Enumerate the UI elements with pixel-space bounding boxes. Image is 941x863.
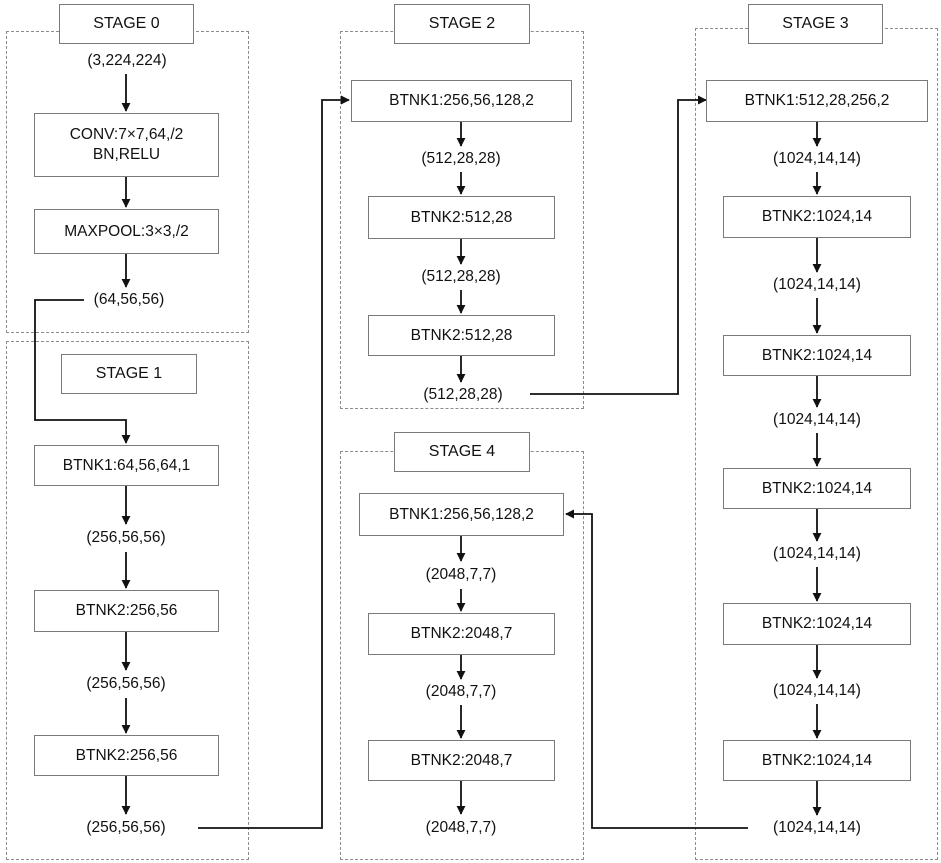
stage-3-block-5: BTNK2:1024,14 — [723, 603, 911, 645]
stage-2-block-2: BTNK2:512,28 — [368, 196, 555, 239]
stage-3-block-2: BTNK2:1024,14 — [723, 196, 911, 238]
stage-2-title: STAGE 2 — [394, 4, 530, 44]
stage-1-container — [6, 341, 249, 860]
stage-4-block-1: BTNK1:256,56,128,2 — [359, 493, 564, 536]
stage-2-shape-3: (512,28,28) — [423, 386, 503, 403]
stage-1-block-3: BTNK2:256,56 — [34, 735, 219, 776]
stage-1-shape-1: (256,56,56) — [86, 529, 166, 546]
stage-0-output-shape: (64,56,56) — [93, 291, 165, 308]
stage-3-shape-5: (1024,14,14) — [773, 682, 861, 699]
stage-1-title: STAGE 1 — [61, 354, 197, 394]
stage-0-input-shape: (3,224,224) — [87, 52, 167, 69]
stage-0-title: STAGE 0 — [59, 4, 194, 44]
stage-3-block-4: BTNK2:1024,14 — [723, 468, 911, 509]
stage-0-maxpool-block: MAXPOOL:3×3,/2 — [34, 209, 219, 254]
stage-3-shape-3: (1024,14,14) — [773, 411, 861, 428]
stage-4-block-2: BTNK2:2048,7 — [368, 613, 555, 655]
stage-1-block-1: BTNK1:64,56,64,1 — [34, 445, 219, 486]
conv-block-line-1: CONV:7×7,64,/2 — [69, 126, 184, 143]
stage-2-shape-2: (512,28,28) — [421, 268, 501, 285]
stage-4-shape-2: (2048,7,7) — [425, 683, 497, 700]
stage-0-conv-block: CONV:7×7,64,/2 BN,RELU — [34, 113, 219, 177]
stage-1-block-2: BTNK2:256,56 — [34, 590, 219, 632]
stage-3-shape-2: (1024,14,14) — [773, 276, 861, 293]
stage-3-title: STAGE 3 — [748, 4, 883, 44]
stage-2-shape-1: (512,28,28) — [421, 150, 501, 167]
stage-3-shape-4: (1024,14,14) — [773, 545, 861, 562]
stage-3-shape-1: (1024,14,14) — [773, 150, 861, 167]
stage-2-block-1: BTNK1:256,56,128,2 — [351, 80, 572, 122]
stage-3-block-6: BTNK2:1024,14 — [723, 740, 911, 781]
stage-4-shape-1: (2048,7,7) — [425, 566, 497, 583]
stage-4-shape-3: (2048,7,7) — [425, 819, 497, 836]
stage-3-block-3: BTNK2:1024,14 — [723, 335, 911, 376]
conv-block-line-2: BN,RELU — [92, 146, 161, 163]
stage-4-title: STAGE 4 — [394, 432, 530, 472]
stage-3-block-1: BTNK1:512,28,256,2 — [706, 80, 928, 122]
stage-4-block-3: BTNK2:2048,7 — [368, 740, 555, 781]
stage-3-shape-6: (1024,14,14) — [773, 819, 861, 836]
stage-2-block-3: BTNK2:512,28 — [368, 315, 555, 356]
stage-1-shape-2: (256,56,56) — [86, 675, 166, 692]
stage-1-shape-3: (256,56,56) — [86, 819, 166, 836]
